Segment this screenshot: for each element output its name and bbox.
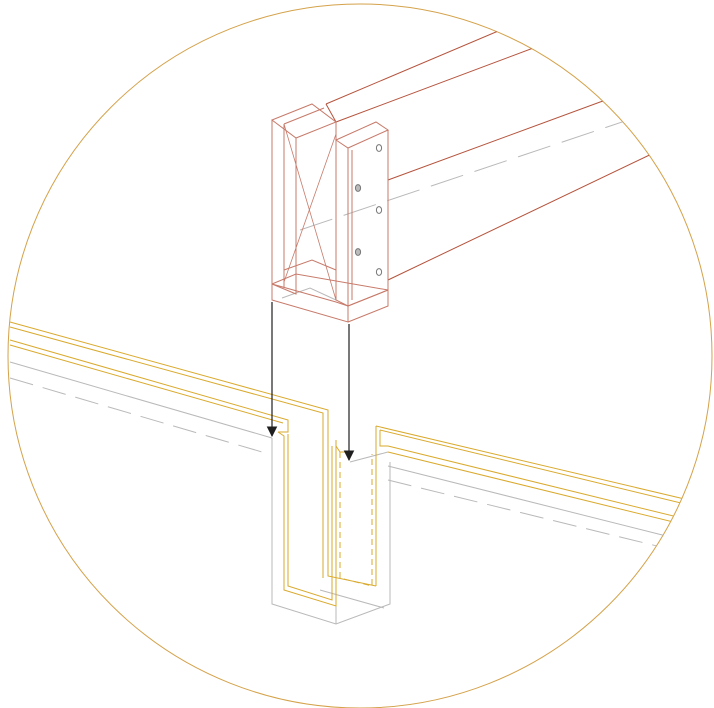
screw-2 [354, 184, 362, 192]
beam-top-edge-back [325, 25, 511, 105]
beam-top-edge-front [335, 37, 561, 123]
insertion-arrows [266, 302, 355, 462]
bracket-socket-hidden [339, 452, 373, 587]
trench-line-right-mid-b [387, 451, 712, 533]
screw-4 [354, 248, 362, 256]
trench-outline [9, 321, 712, 607]
right-plate-side [335, 140, 349, 307]
beam-end-edge [325, 103, 337, 123]
beam-mid-edge [387, 79, 661, 181]
trench-step [379, 430, 388, 447]
right-plate-top [334, 121, 390, 149]
detail-callout-circle [7, 3, 713, 708]
hidden-footing-edge [319, 589, 385, 609]
centerline-beam [299, 115, 641, 231]
trench-line-left-outer [9, 321, 377, 587]
hidden-line-right-long [387, 465, 712, 549]
base-plate-top [271, 273, 389, 291]
post-bracket [270, 103, 390, 323]
screw-5 [375, 268, 383, 276]
inner-base-line [283, 259, 337, 271]
socket-lip [335, 445, 350, 453]
base-plate-front [271, 283, 349, 323]
left-plate-front [271, 120, 297, 295]
beam-bottom-edge [387, 149, 661, 281]
trench-slot-front-inner [287, 434, 333, 601]
cross-brace-a [283, 123, 337, 301]
hidden-line-left-long [9, 361, 273, 439]
trench-line-left-mid-b [9, 344, 284, 424]
trench-line-left-outer-b [9, 326, 324, 578]
trench-line-right-mid [387, 445, 712, 527]
left-plate-top [270, 103, 338, 139]
hidden-bracket-base [281, 287, 337, 301]
trench-slot-front [277, 431, 337, 607]
screw-3 [375, 206, 383, 214]
cross-brace-b [283, 133, 337, 283]
right-plate-front [347, 130, 389, 307]
screws [354, 144, 383, 276]
trench-line-left-mid [9, 339, 289, 433]
trench-line-right-outer-b [379, 429, 712, 512]
timber-beam [325, 25, 661, 281]
centerline-left [9, 377, 263, 453]
left-plate-inner-top [283, 107, 325, 125]
trench-line-right-outer [375, 425, 712, 507]
base-plate-side [347, 289, 389, 323]
screw-1 [375, 144, 383, 152]
hidden-socket-top [349, 451, 389, 463]
